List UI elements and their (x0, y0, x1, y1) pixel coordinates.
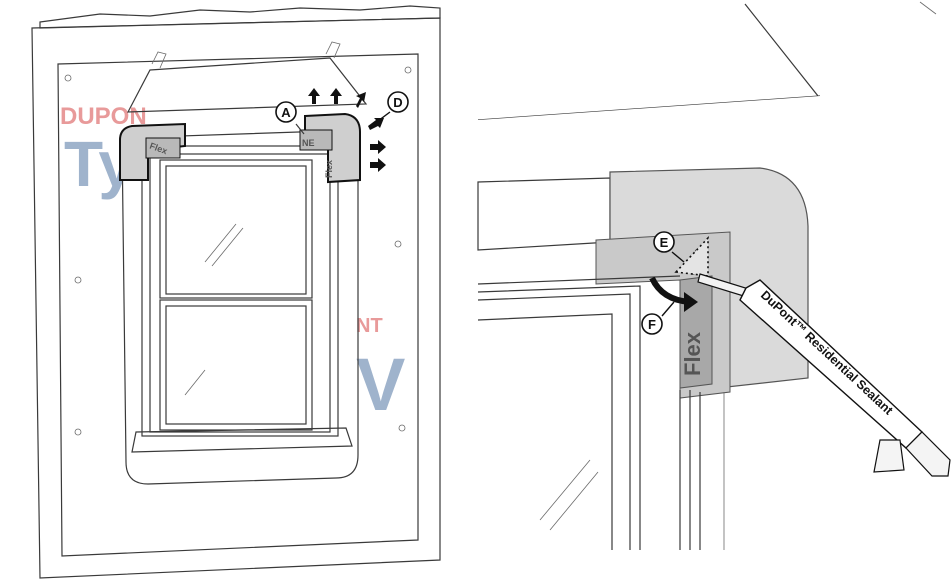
fastener-dot (74, 428, 82, 436)
caulk-gun-trigger (873, 439, 905, 473)
caulk-gun-handle (905, 431, 951, 477)
fastener-dot (64, 74, 72, 82)
tape-label-right-suffix: NE (302, 138, 315, 148)
arrow-up-right-icon (356, 92, 366, 108)
flashing-tape-right-corner: Flex NE (299, 112, 361, 184)
arrow-right-icon (368, 118, 384, 130)
callout-e-label: E (660, 235, 669, 250)
fastener-dot (398, 424, 406, 432)
callout-f: F (641, 301, 675, 335)
sealant-bead-area (674, 235, 709, 277)
window-unit (131, 145, 353, 453)
wrap-brand-red-bottom: NT (356, 315, 383, 337)
upper-sash (159, 159, 313, 299)
lower-sash (159, 299, 313, 431)
tape-label-right: Flex (324, 160, 334, 178)
wrap-head-flap (126, 57, 368, 113)
callout-e: E (653, 231, 685, 263)
wrap-brand-blue-bottom: V (356, 343, 405, 426)
right-panel-closeup: Flex Flex DuPont™ Residential Sealant (477, 1, 951, 550)
arrow-right-icon (370, 140, 386, 154)
arrow-right-icon (370, 158, 386, 172)
head-jamb-line (477, 275, 681, 285)
arrow-up-icon (308, 88, 320, 104)
vertical-tape-label: Flex (680, 331, 705, 376)
callout-a-label: A (281, 105, 291, 120)
fastener-dot (394, 240, 402, 248)
house-wrap-area (57, 53, 419, 557)
callout-d: D (373, 91, 409, 125)
callout-a: A (275, 101, 305, 135)
fastener-dot (404, 66, 412, 74)
flap-tape-right (325, 41, 341, 59)
window-frame-edge (477, 285, 641, 550)
arrow-up-icon (330, 88, 342, 104)
left-panel-window-frame: DUPON Ty NT V Flex (31, 5, 441, 579)
fastener-dot (74, 276, 82, 284)
callout-f-label: F (648, 317, 656, 332)
direction-arrows (308, 88, 386, 172)
flap-tape-left (151, 51, 167, 69)
window-sill (131, 427, 353, 453)
flashing-tape-left-corner: Flex (119, 122, 186, 181)
callout-d-label: D (393, 95, 402, 110)
rough-opening (121, 129, 359, 485)
